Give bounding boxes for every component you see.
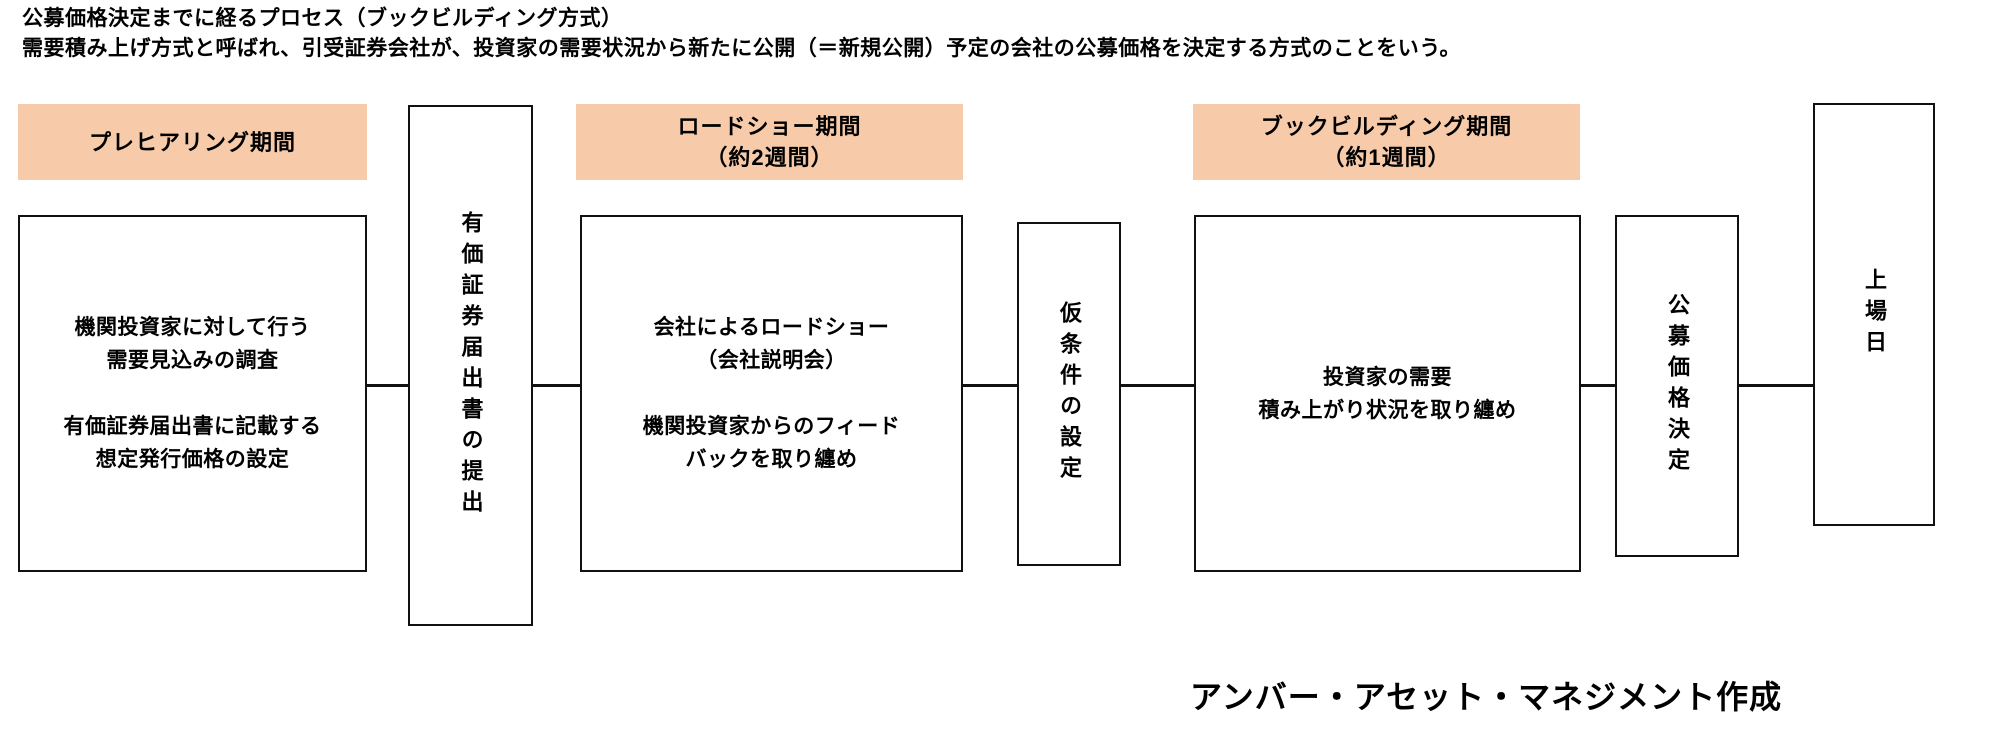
step-vertical-text-listing-day: 上場日 bbox=[1862, 268, 1887, 361]
header-text-block: 公募価格決定までに経るプロセス（ブックビルディング方式） 需要積み上げ方式と呼ば… bbox=[22, 4, 1922, 64]
step-vertical-text-offer-price-decision: 公募価格決定 bbox=[1665, 293, 1690, 479]
step-line: 会社によるロードショー bbox=[653, 316, 890, 339]
header-title-line: 公募価格決定までに経るプロセス（ブックビルディング方式） bbox=[22, 7, 623, 30]
period-banner-pre-hearing: プレヒアリング期間 bbox=[18, 104, 367, 180]
step-box-book-building-detail: 投資家の需要 積み上がり状況を取り纏め bbox=[1194, 215, 1581, 572]
step-line: 想定発行価格の設定 bbox=[95, 448, 290, 471]
step-line: 機関投資家からのフィード bbox=[642, 415, 901, 438]
step-box-listing-day: 上場日 bbox=[1813, 103, 1935, 526]
step-vertical-text-securities-filing: 有価証券届出書の提出 bbox=[458, 210, 484, 521]
period-banner-book-building: ブックビルディング期間 （約1週間） bbox=[1193, 104, 1580, 180]
step-line-spacer bbox=[588, 377, 955, 410]
step-line: 投資家の需要 bbox=[1323, 365, 1452, 389]
step-line: バックを取り纏め bbox=[685, 448, 858, 471]
period-banner-pre-hearing-line1: プレヒアリング期間 bbox=[88, 129, 296, 155]
step-box-offer-price-decision: 公募価格決定 bbox=[1615, 215, 1739, 557]
step-box-pre-hearing-detail: 機関投資家に対して行う 需要見込みの調査 有価証券届出書に記載する 想定発行価格… bbox=[18, 215, 367, 572]
step-line: 有価証券届出書に記載する bbox=[63, 415, 322, 438]
step-line: （会社説明会） bbox=[696, 349, 847, 372]
connector-road-show-to-tentative bbox=[962, 384, 1018, 387]
header-description-line: 需要積み上げ方式と呼ばれ、引受証券会社が、投資家の需要状況から新たに公開（＝新規… bbox=[22, 37, 1462, 60]
connector-book-building-to-price bbox=[1580, 384, 1616, 387]
connector-pre-hearing-to-filing bbox=[366, 384, 409, 387]
period-banner-road-show-line1: ロードショー期間 bbox=[677, 114, 862, 139]
connector-tentative-to-book-building bbox=[1120, 384, 1195, 387]
step-box-securities-filing: 有価証券届出書の提出 bbox=[408, 105, 533, 626]
period-banner-road-show: ロードショー期間 （約2週間） bbox=[576, 104, 963, 180]
step-line: 積み上がり状況を取り纏め bbox=[1258, 398, 1517, 422]
step-line: 機関投資家に対して行う bbox=[74, 316, 311, 339]
connector-filing-to-road-show bbox=[532, 384, 580, 387]
period-banner-road-show-line2: （約2週間） bbox=[705, 145, 834, 170]
connector-price-to-listing bbox=[1738, 384, 1814, 387]
period-banner-book-building-line2: （約1週間） bbox=[1322, 145, 1451, 170]
step-box-tentative-conditions: 仮条件の設定 bbox=[1017, 222, 1121, 566]
step-line: 需要見込みの調査 bbox=[106, 349, 279, 372]
step-box-road-show-detail: 会社によるロードショー （会社説明会） 機関投資家からのフィード バックを取り纏… bbox=[580, 215, 963, 572]
step-line-spacer bbox=[26, 377, 359, 410]
credit-line: アンバー・アセット・マネジメント作成 bbox=[1190, 679, 1783, 715]
period-banner-book-building-line1: ブックビルディング期間 bbox=[1260, 114, 1513, 139]
step-vertical-text-tentative-conditions: 仮条件の設定 bbox=[1057, 301, 1082, 487]
